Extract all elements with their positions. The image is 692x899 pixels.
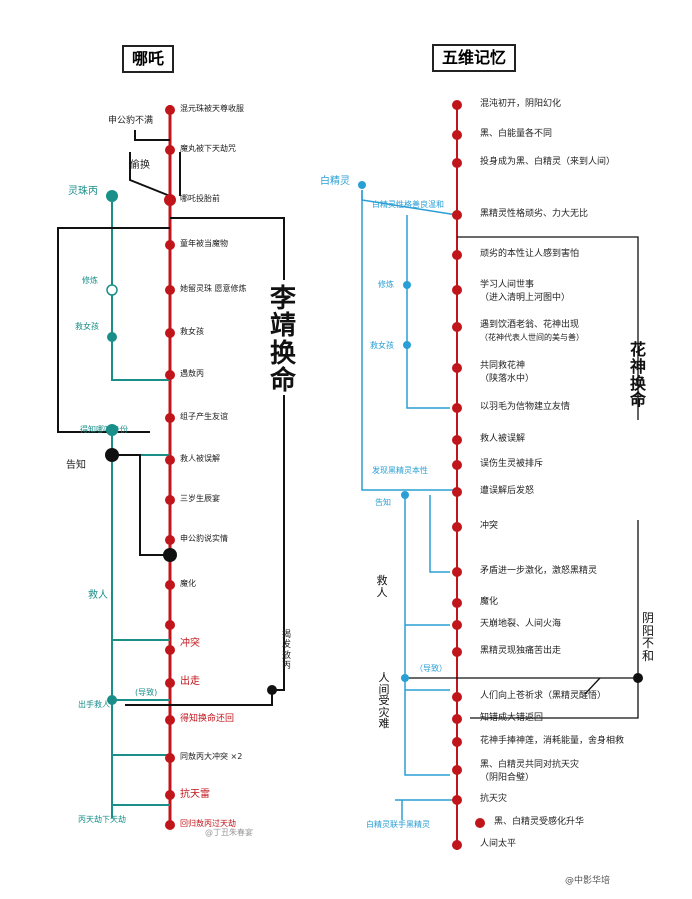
left-teal-dots bbox=[106, 190, 118, 705]
left-branch-bottom: 丙天劫下天劫 bbox=[78, 815, 126, 824]
right-black-dot bbox=[633, 673, 643, 683]
right-node-21: 黑、白精灵共同对抗天灾 bbox=[480, 760, 580, 770]
left-teal-branch-5 bbox=[111, 700, 170, 756]
right-node-10: 救人被误解 bbox=[480, 434, 526, 444]
left-black-dots bbox=[105, 448, 277, 695]
left-teal-branch bbox=[111, 196, 170, 381]
right-blue-xiulian bbox=[406, 215, 450, 409]
right-branch-sangzhi: 告知 bbox=[375, 498, 391, 507]
left-node-15: 得知换命还回 bbox=[180, 714, 235, 724]
left-hollow-dot bbox=[106, 284, 118, 296]
left-node-12: 魔化 bbox=[180, 579, 196, 588]
right-node-19: 知错成大错返回 bbox=[480, 713, 544, 723]
right-node-23: 黑、白精灵受感化升华 bbox=[494, 817, 585, 827]
right-node-6: 学习人间世事 bbox=[480, 280, 535, 290]
left-node-14: 出走 bbox=[180, 676, 200, 687]
right-node-20: 花神手捧神莲，消耗能量，舍身相救 bbox=[480, 736, 625, 746]
left-node-8: 组子产生友谊 bbox=[180, 412, 228, 421]
left-branch-jiuren: 救人 bbox=[88, 590, 108, 601]
right-node-5: 顽劣的本性让人感到害怕 bbox=[480, 249, 580, 259]
left-branch-lingzhu: 灵珠丙 bbox=[68, 186, 98, 197]
right-node-24: 人间太平 bbox=[480, 839, 517, 849]
left-node-3: 哪吒投胎前 bbox=[180, 194, 220, 203]
right-branch-faxian: 发现黑精灵本性 bbox=[372, 466, 428, 475]
right-branch-daozhi: （导致） bbox=[415, 664, 447, 673]
left-black-loop bbox=[57, 227, 170, 433]
left-branch-daozhi: (导致) bbox=[135, 688, 158, 697]
left-node-dots bbox=[164, 105, 176, 830]
right-node-7b: （花神代表人世间的美与善） bbox=[480, 333, 584, 342]
left-teal-branch-6 bbox=[111, 755, 170, 806]
right-node-7: 遇到饮酒老翁、花神出现 bbox=[480, 320, 580, 330]
left-branch-top: 申公豹不满 bbox=[108, 116, 154, 126]
right-branch-jiunvhai: 救女孩 bbox=[370, 341, 394, 350]
left-vertical-lijing: 李靖换命 bbox=[269, 284, 296, 396]
left-jiedu: 揭发敖丙 bbox=[282, 630, 292, 672]
left-node-13: 冲突 bbox=[180, 638, 200, 649]
left-title: 哪吒 bbox=[122, 45, 175, 73]
left-branch-xiulian: 修炼 bbox=[82, 276, 98, 285]
right-node-3: 投身成为黑、白精灵（来到人间） bbox=[480, 157, 616, 167]
right-node-14: 矛盾进一步激化，激怒黑精灵 bbox=[480, 566, 598, 576]
right-blue-dots bbox=[358, 181, 411, 682]
left-node-9: 救人被误解 bbox=[180, 454, 220, 463]
right-branch-jiuren: 救人 bbox=[376, 574, 388, 599]
right-node-4: 黑精灵性格顽劣、力大无比 bbox=[480, 209, 589, 219]
right-branch-xiulian: 修炼 bbox=[378, 280, 394, 289]
right-node-1: 混沌初开，阴阳幻化 bbox=[480, 99, 562, 109]
right-blue-main bbox=[361, 190, 457, 491]
right-node-18: 人们向上苍祈求（黑精灵醒悟） bbox=[480, 691, 607, 701]
right-node-6b: （进入清明上河图中） bbox=[480, 293, 571, 303]
right-watermark: @中影华培 bbox=[565, 876, 611, 886]
right-node-11: 误伤生灵被排斥 bbox=[480, 459, 544, 469]
left-node-11: 申公豹说实情 bbox=[180, 534, 228, 543]
left-node-10: 三岁生辰宴 bbox=[180, 494, 220, 503]
left-branch-jiunvhai: 救女孩 bbox=[75, 322, 99, 331]
left-node-5: 她留灵珠 愿意修炼 bbox=[180, 284, 247, 293]
right-node-16: 天崩地裂、人间火海 bbox=[480, 619, 562, 629]
left-node-7: 遇敖丙 bbox=[180, 369, 204, 378]
right-node-dots bbox=[452, 100, 485, 850]
right-node-2: 黑、白能量各不同 bbox=[480, 129, 553, 139]
left-branch-steal: 偷换 bbox=[130, 160, 150, 171]
left-node-1: 混元珠被天尊收服 bbox=[180, 104, 244, 113]
right-node-9: 以羽毛为信物建立友情 bbox=[480, 402, 571, 412]
right-node-12: 遭误解后发怒 bbox=[480, 486, 535, 496]
right-blue-jiuren bbox=[404, 495, 450, 776]
right-vertical-yinyang: 阴阳不和 bbox=[641, 611, 654, 663]
left-node-17: 抗天雷 bbox=[180, 789, 210, 800]
left-node-4: 童年被当魔物 bbox=[180, 239, 228, 248]
left-watermark: @丁丑朱春宴 bbox=[205, 828, 253, 837]
left-black-steal bbox=[129, 152, 171, 197]
right-node-15: 魔化 bbox=[480, 597, 499, 607]
right-branch-renjian: 人间受灾难 bbox=[378, 671, 390, 731]
right-node-8b: （陕落水中） bbox=[480, 374, 535, 384]
left-branch-gaozhi: 告知 bbox=[66, 460, 86, 471]
left-branch-zhuangtai: 出手救人 bbox=[78, 700, 110, 709]
left-node-16: 同敖丙大冲突 ×2 bbox=[180, 752, 243, 761]
right-title: 五维记忆 bbox=[432, 44, 517, 72]
left-node-18: 回归敖丙过天劫 bbox=[180, 819, 236, 828]
right-black-yinyang-2 bbox=[584, 677, 601, 695]
right-vertical-huashen: 花神换命 bbox=[629, 340, 646, 410]
right-blue-main-2 bbox=[361, 190, 458, 216]
right-node-13: 冲突 bbox=[480, 521, 499, 531]
left-black-mid bbox=[112, 454, 170, 556]
left-branch-zhidao: 得知哪吒身份 bbox=[80, 425, 128, 434]
right-node-22: 抗天灾 bbox=[480, 794, 508, 804]
right-node-17: 黑精灵现独痛苦出走 bbox=[480, 646, 562, 656]
right-branch-baijingling: 白精灵 bbox=[320, 176, 350, 187]
left-node-2: 魔丸被下天劫咒 bbox=[180, 144, 236, 153]
right-blue-arrow bbox=[429, 495, 450, 573]
right-branch-baixing: 白精灵性格善良温和 bbox=[372, 200, 444, 209]
left-black-right bbox=[170, 217, 285, 280]
right-branch-lianshou: 白精灵联手黑精灵 bbox=[366, 820, 430, 829]
left-node-6: 救女孩 bbox=[180, 327, 204, 336]
right-node-21b: （阴阳合璧） bbox=[480, 773, 535, 783]
right-black-huashen bbox=[457, 236, 639, 420]
right-node-8: 共同救花神 bbox=[480, 361, 526, 371]
right-black-huashen-2 bbox=[470, 520, 639, 719]
left-black-top bbox=[134, 130, 170, 141]
